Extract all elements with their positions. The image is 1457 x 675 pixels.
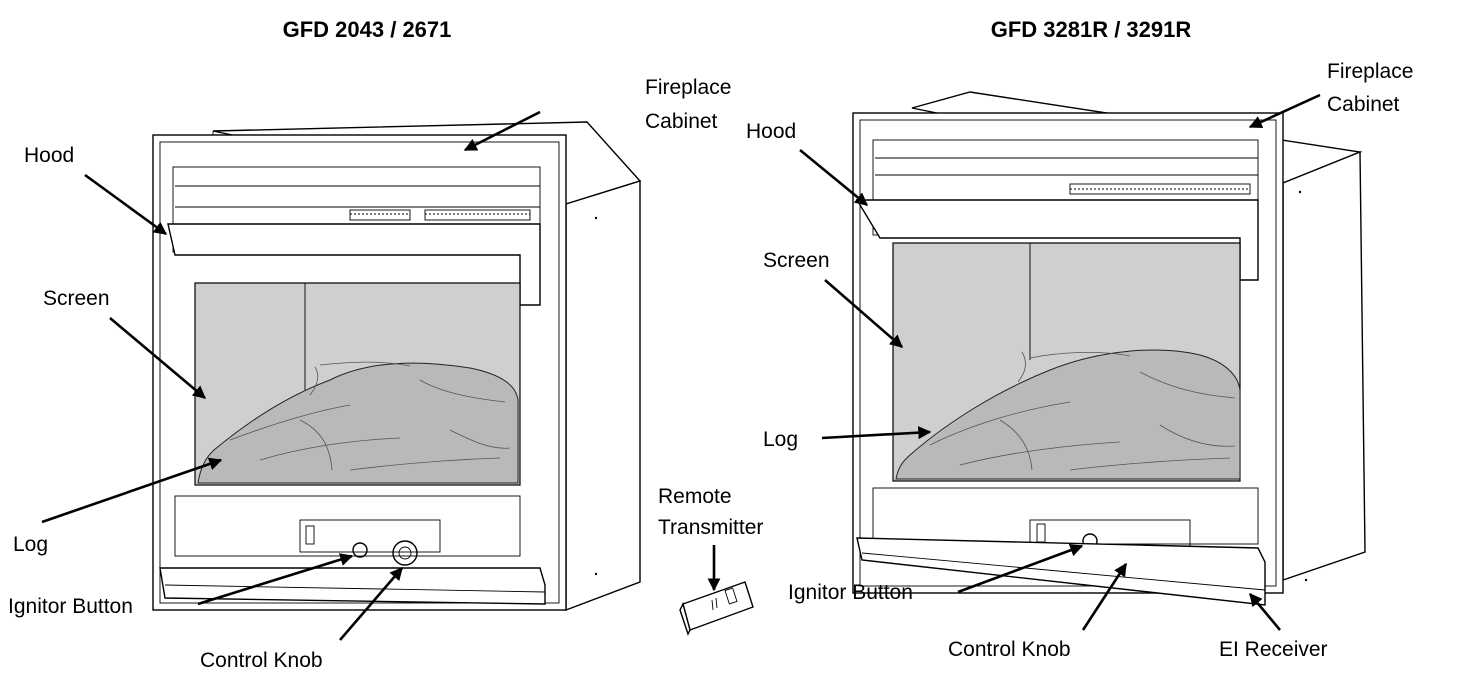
left-screen-label: Screen — [43, 287, 110, 310]
left-unit-title: GFD 2043 / 2671 — [283, 17, 452, 42]
remote-label-line2: Transmitter — [658, 516, 763, 539]
right-ei-receiver-arrow — [1249, 593, 1281, 631]
right-hood-arrow — [799, 148, 869, 207]
right-ei-receiver-label: EI Receiver — [1219, 638, 1328, 661]
right-cabinet-label-line2: Cabinet — [1327, 93, 1400, 116]
right-ignitor-arrow — [957, 543, 1084, 594]
left-cabinet-label-line2: Cabinet — [645, 110, 718, 133]
left-log-label: Log — [13, 533, 48, 556]
left-ignitor-button-label: Ignitor Button — [8, 595, 133, 618]
right-cabinet-arrow — [1248, 93, 1321, 129]
left-log-set — [197, 361, 519, 484]
left-control-knob-shape — [392, 540, 418, 566]
right-screen-label: Screen — [763, 249, 830, 272]
left-screen-arrow — [109, 317, 206, 399]
right-log-set — [895, 349, 1241, 480]
left-ignitor-button-shape — [352, 542, 368, 558]
right-control-bay — [856, 487, 1266, 606]
left-fireplace-unit: GFD 2043 / 2671 — [8, 17, 731, 672]
left-log-arrow — [41, 457, 223, 524]
remote-transmitter-shape — [679, 581, 754, 636]
right-knob-arrow — [1081, 562, 1128, 631]
left-hood-label: Hood — [24, 144, 74, 167]
right-unit-title: GFD 3281R / 3291R — [991, 17, 1192, 42]
left-cabinet-arrow — [463, 110, 541, 152]
left-control-bay — [159, 495, 546, 605]
remote-label-line1: Remote — [658, 485, 732, 508]
remote-transmitter-group: Remote Transmitter — [658, 485, 763, 636]
right-ignitor-button-label: Ignitor Button — [788, 581, 913, 604]
left-hood-arrow — [84, 173, 168, 236]
right-control-knob-label: Control Knob — [948, 638, 1071, 661]
right-hood-label: Hood — [746, 120, 796, 143]
right-log-label: Log — [763, 428, 798, 451]
right-fireplace-label-line1: Fireplace — [1327, 60, 1413, 83]
right-log-arrow — [821, 426, 932, 440]
right-screen-arrow — [824, 279, 903, 348]
right-fireplace-unit: GFD 3281R / 3291R — [746, 17, 1413, 661]
left-fireplace-label-line1: Fireplace — [645, 76, 731, 99]
left-knob-arrow — [339, 567, 403, 641]
left-control-knob-label: Control Knob — [200, 649, 323, 672]
left-ignitor-arrow — [197, 553, 354, 606]
